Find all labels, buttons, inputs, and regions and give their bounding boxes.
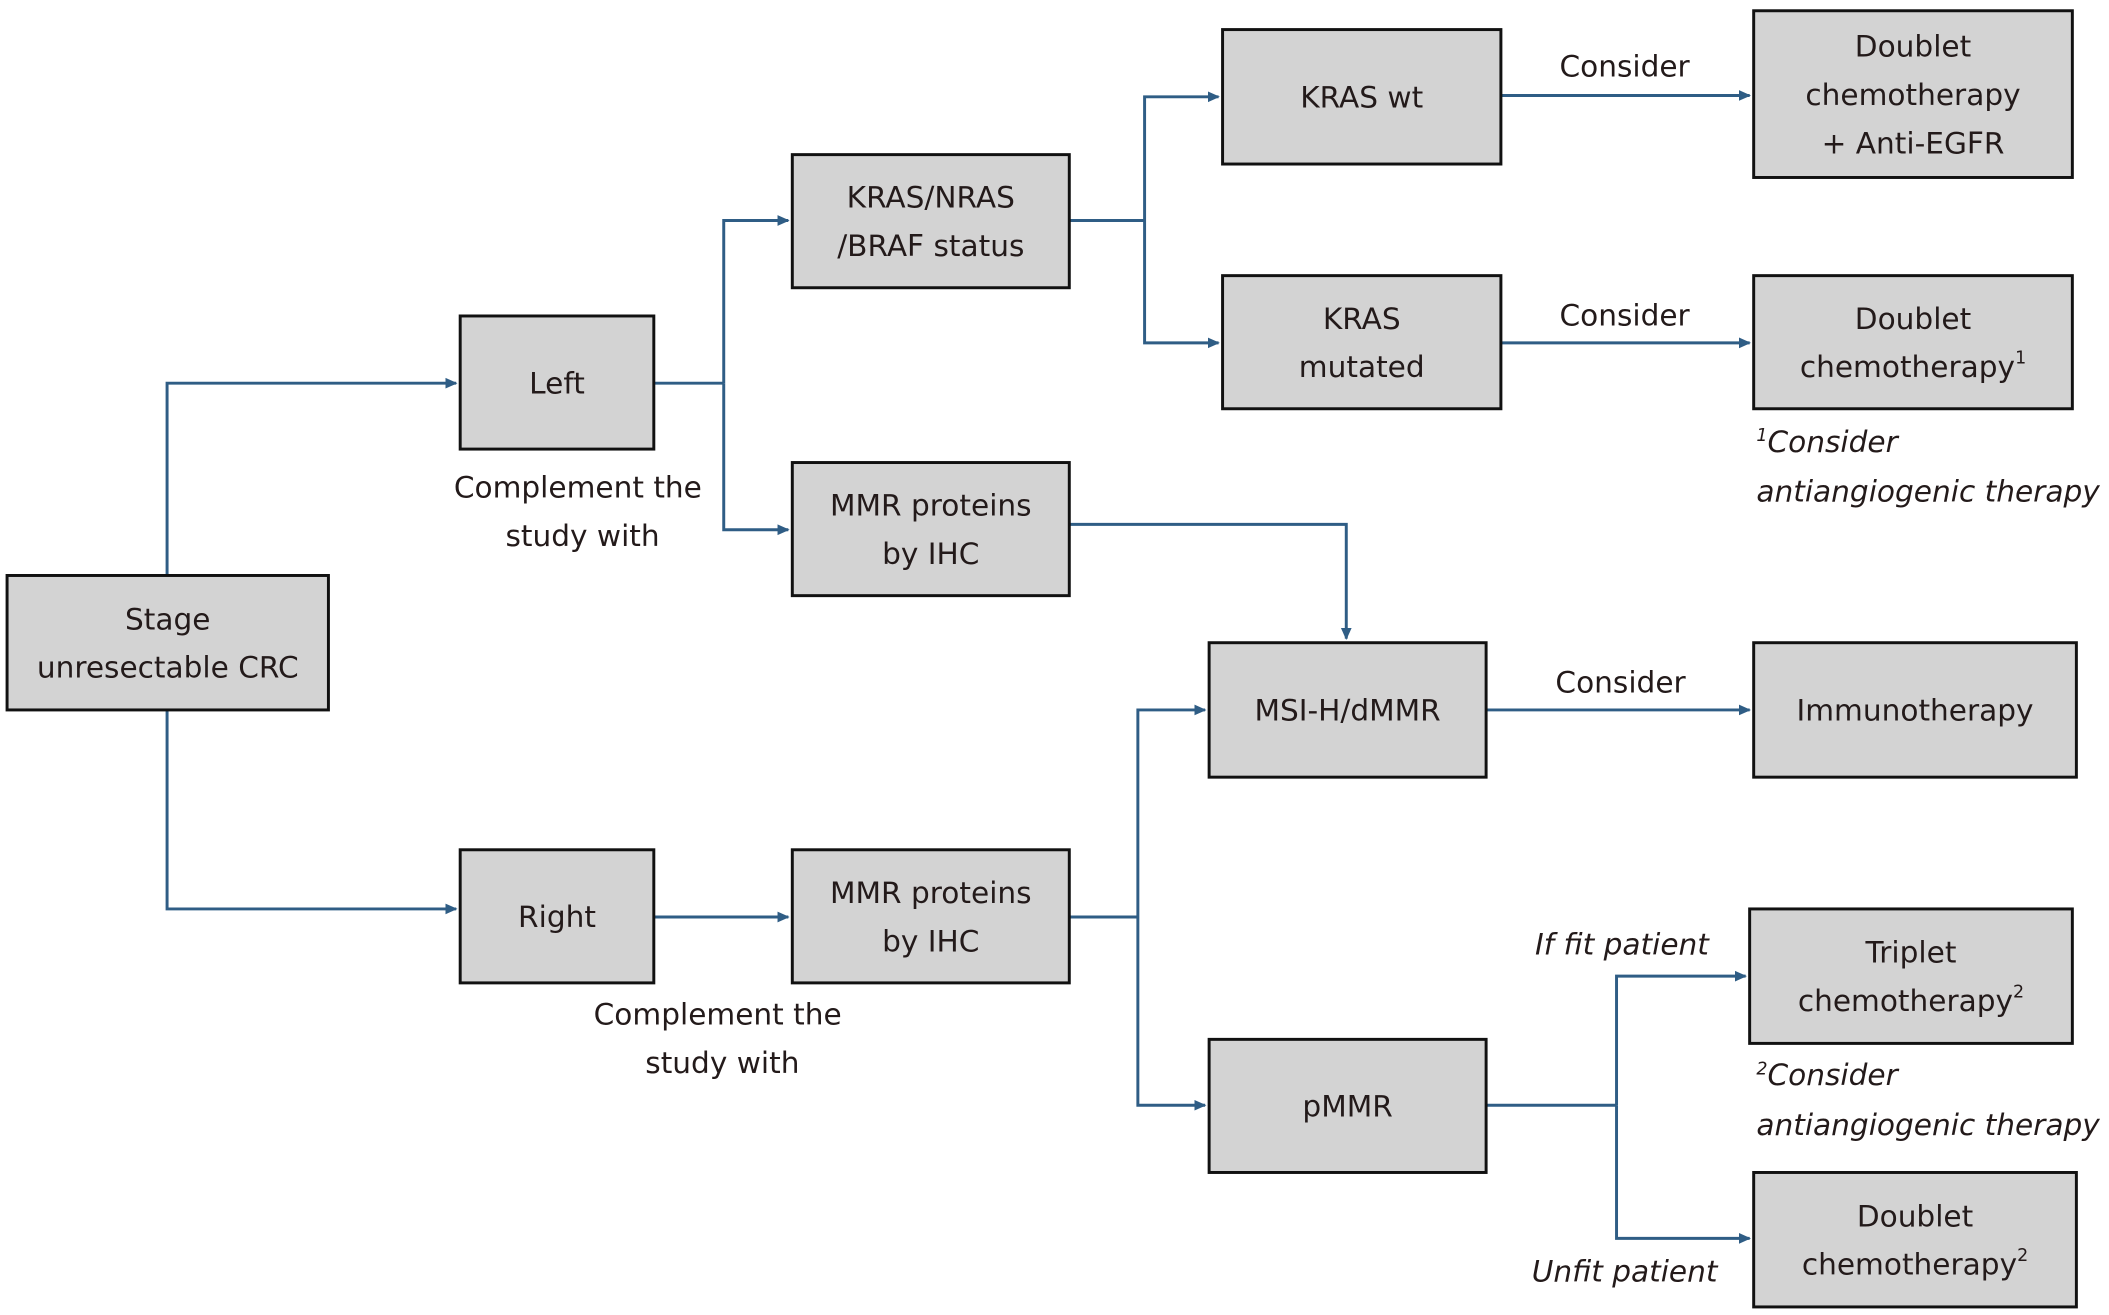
- edge-kras-wt: [1143, 91, 1220, 221]
- node-box: [1748, 907, 2074, 1045]
- edge-mmr-pmmr: [1136, 917, 1207, 1111]
- node-label: KRAS/NRAS/BRAF status: [837, 181, 1024, 263]
- node-box: [1752, 1170, 2078, 1309]
- consider-label-1: Consider: [1559, 50, 1690, 84]
- node-pmmr: pMMR: [1207, 1037, 1488, 1174]
- edge-mmr-msi2: [1136, 704, 1207, 918]
- node-label: KRAS wt: [1300, 81, 1423, 115]
- if-fit-label: If fit patient: [1535, 928, 1710, 962]
- unfit-label: Unfit patient: [1532, 1254, 1719, 1288]
- complement-left-label: Complement the study with: [454, 470, 711, 552]
- node-box: [1221, 28, 1503, 166]
- complement-right-label: Complement the study with: [594, 998, 851, 1080]
- node-label: Left: [529, 366, 585, 400]
- edge-left-mmr: [722, 383, 790, 536]
- node-right: Right: [458, 848, 656, 985]
- footnote-marker: 2: [2017, 1246, 2028, 1266]
- edge-kras-mut: [1143, 220, 1220, 349]
- footnote-2: 2Consider antiangiogenic therapy: [1756, 1058, 2100, 1142]
- edge-mmr-msi: [1069, 522, 1352, 641]
- edge-stage-left: [165, 377, 458, 576]
- node-label: MSI-H/dMMR: [1254, 694, 1440, 728]
- edge-left-kras: [722, 215, 790, 384]
- edge-pmmr-triplet: [1615, 970, 1747, 1106]
- node-label: Immunotherapy: [1797, 694, 2034, 728]
- labels: Complement the study with Complement the…: [454, 50, 2100, 1289]
- consider-label-3: Consider: [1555, 665, 1686, 699]
- node-label: pMMR: [1302, 1090, 1392, 1124]
- consider-label-2: Consider: [1559, 298, 1690, 332]
- node-kras-nras-braf-status: KRAS/NRAS/BRAF status: [790, 153, 1071, 290]
- node-box: [790, 153, 1071, 290]
- node-label: Right: [518, 900, 596, 934]
- connectors: [165, 90, 1751, 1244]
- node-box: [1221, 274, 1503, 411]
- node-box: [1207, 1037, 1488, 1174]
- node-immunotherapy: Immunotherapy: [1752, 641, 2078, 779]
- footnote-marker: 1: [2015, 349, 2026, 369]
- node-box: [458, 848, 656, 985]
- footnote-marker: 2: [2013, 983, 2024, 1003]
- node-box: [458, 314, 656, 451]
- node-msi-h-dmmr: MSI-H/dMMR: [1207, 641, 1488, 779]
- node-kras-wt: KRAS wt: [1221, 28, 1503, 166]
- node-box: [1207, 641, 1488, 779]
- footnote-1: 1Consider antiangiogenic therapy: [1756, 425, 2100, 509]
- node-box: [790, 848, 1071, 985]
- node-box: [790, 461, 1071, 598]
- node-box: [1752, 9, 2074, 179]
- node-box: [1752, 274, 2074, 411]
- edge-stage-right: [165, 709, 458, 915]
- edge-pmmr-doublet: [1615, 1105, 1751, 1244]
- node-left: Left: [458, 314, 656, 451]
- node-box: [1752, 641, 2078, 779]
- node-box: [5, 574, 330, 712]
